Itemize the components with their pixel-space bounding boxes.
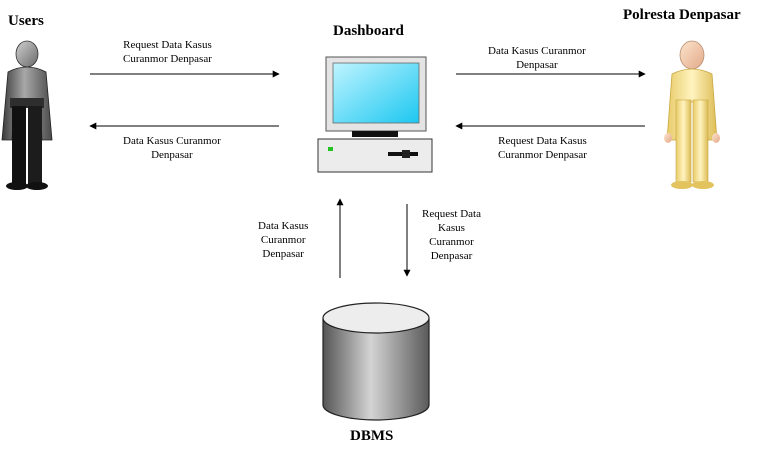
flow-label-dashboard-to-dbms: Request Data Kasus Curanmor Denpasar — [422, 208, 481, 262]
computer-icon — [317, 56, 433, 173]
polresta-title: Polresta Denpasar — [623, 7, 741, 23]
flow-label-polresta-to-dashboard: Request Data Kasus Curanmor Denpasar — [498, 135, 587, 161]
flow-label-dashboard-to-users: Data Kasus Curanmor Denpasar — [123, 135, 221, 161]
database-icon — [322, 302, 430, 421]
dashboard-title: Dashboard — [333, 23, 404, 39]
flow-label-dashboard-to-polresta: Data Kasus Curanmor Denpasar — [488, 45, 586, 71]
flow-label-users-to-dashboard: Request Data Kasus Curanmor Denpasar — [123, 39, 212, 65]
polresta-person-icon — [664, 40, 720, 189]
users-title: Users — [8, 13, 44, 29]
flow-label-dbms-to-dashboard: Data Kasus Curanmor Denpasar — [258, 220, 309, 260]
users-person-icon — [1, 40, 53, 190]
dbms-title: DBMS — [350, 428, 394, 444]
